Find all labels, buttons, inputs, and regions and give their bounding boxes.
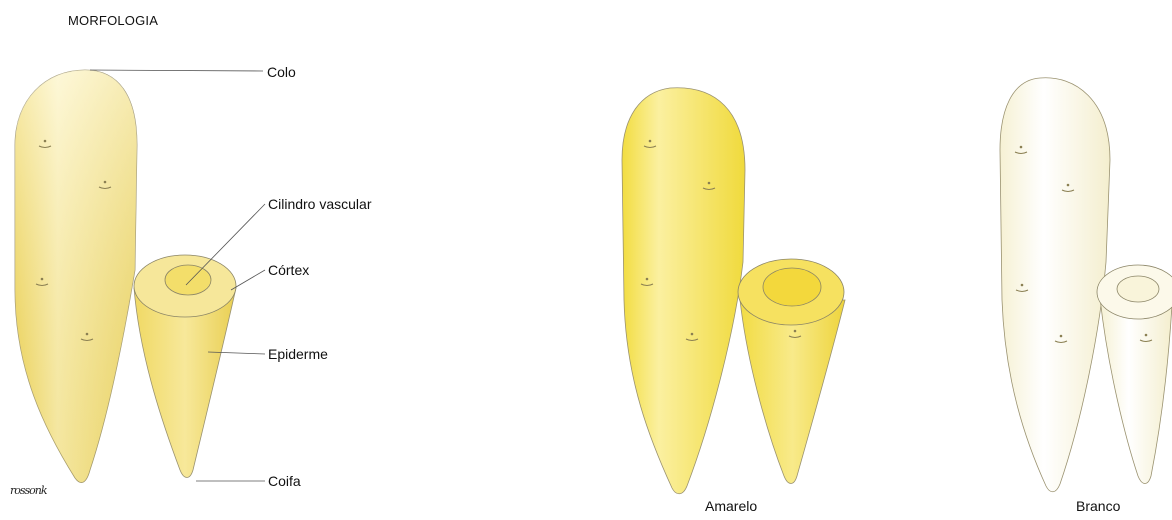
cross-section xyxy=(134,255,236,478)
amarelo-root xyxy=(622,88,845,494)
label-cortex: Córtex xyxy=(268,262,309,278)
page-title: MORFOLOGIA xyxy=(68,13,158,29)
label-cilindro-vascular: Cilindro vascular xyxy=(268,196,371,212)
main-root xyxy=(15,70,137,483)
branco-root xyxy=(1000,78,1172,492)
artist-signature: rossonk xyxy=(10,484,47,497)
caption-branco: Branco xyxy=(1076,498,1120,514)
caption-amarelo: Amarelo xyxy=(705,498,757,514)
label-coifa: Coifa xyxy=(268,473,301,489)
label-colo: Colo xyxy=(267,64,296,80)
label-epiderme: Epiderme xyxy=(268,346,328,362)
